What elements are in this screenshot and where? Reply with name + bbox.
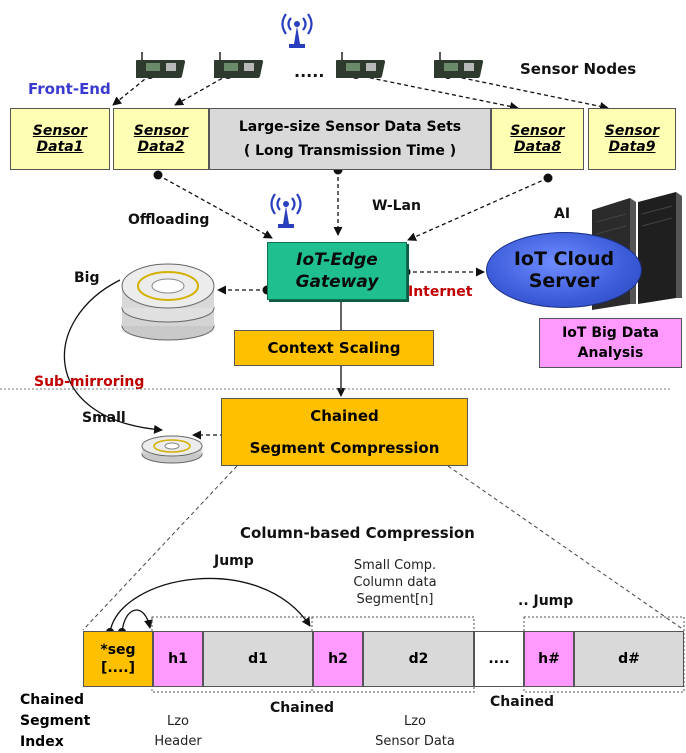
- sensor-board-icon: [434, 52, 484, 78]
- sensor-data2-line1: Sensor: [133, 123, 189, 139]
- ellipsis-cell: ....: [474, 631, 524, 687]
- chained-index-line2: Segment: [20, 713, 91, 729]
- nodes-ellipsis: .....: [294, 62, 325, 81]
- chained-label-b: Chained: [490, 694, 554, 710]
- d2-cell: d2: [363, 631, 474, 687]
- column-based-compression-label: Column-based Compression: [240, 524, 475, 542]
- sensor-board-icon: [214, 52, 264, 78]
- large-sets-line1: Large-size Sensor Data Sets: [238, 119, 462, 135]
- big-data-line2: Analysis: [577, 345, 644, 361]
- chained-index-line1: Chained: [20, 692, 84, 708]
- sensor-data8-line1: Sensor: [510, 123, 565, 139]
- lzo-sensor-line2: Sensor Data: [375, 734, 455, 749]
- chained-line1: Chained: [310, 407, 379, 425]
- disk-stack-icon: [141, 435, 203, 464]
- ai-label: AI: [554, 206, 571, 222]
- sensor-data1-box: Sensor Data1: [10, 108, 110, 170]
- small-comp-line1: Small Comp.: [353, 558, 437, 573]
- sensor-data9-box: Sensor Data9: [588, 108, 676, 170]
- cloud-line1: IoT Cloud: [513, 248, 615, 270]
- sensor-data1-line1: Sensor: [32, 123, 88, 139]
- gateway-line2: Gateway: [295, 272, 379, 292]
- big-label: Big: [74, 270, 100, 286]
- sensor-data8-box: Sensor Data8: [491, 108, 584, 170]
- big-data-analysis-box: IoT Big Data Analysis: [539, 318, 682, 368]
- small-comp-line2: Column data: [353, 575, 437, 590]
- iot-cloud-server: IoT Cloud Server: [486, 232, 642, 308]
- h1-cell: h1: [153, 631, 203, 687]
- seg-line1: *seg: [100, 642, 136, 658]
- sensor-data1-line2: Data1: [36, 139, 84, 155]
- wifi-antenna-icon: [281, 13, 313, 48]
- large-sets-line2: ( Long Transmission Time ): [243, 143, 457, 159]
- dn-cell: d#: [574, 631, 684, 687]
- d1-cell: d1: [203, 631, 313, 687]
- sensor-data9-line2: Data9: [608, 139, 656, 155]
- sensor-data8-line2: Data8: [514, 139, 561, 155]
- chained-label-a: Chained: [270, 700, 334, 716]
- small-comp-line3: Segment[n]: [356, 592, 434, 607]
- lzo-sensor-data-label: Lzo Sensor Data: [360, 712, 470, 752]
- seg-index-cell: *seg [....]: [83, 631, 153, 687]
- lzo-header-label: Lzo Header: [148, 712, 208, 752]
- wlan-label: W-Lan: [372, 198, 421, 214]
- sensor-data2-box: Sensor Data2: [113, 108, 209, 170]
- chained-line2: Segment Compression: [249, 439, 440, 457]
- lzo-sensor-line1: Lzo: [403, 714, 427, 729]
- small-label: Small: [82, 410, 126, 426]
- sensor-nodes-label: Sensor Nodes: [520, 60, 637, 78]
- chained-segment-compression-box: Chained Segment Compression: [221, 398, 468, 466]
- chained-index-line3: Index: [20, 734, 64, 750]
- hn-cell: h#: [524, 631, 574, 687]
- lzo-header-line2: Header: [154, 734, 202, 749]
- cloud-line2: Server: [528, 270, 600, 292]
- large-sensor-sets-box: Large-size Sensor Data Sets ( Long Trans…: [209, 108, 491, 170]
- sensor-data9-line1: Sensor: [604, 123, 660, 139]
- h2-cell: h2: [313, 631, 363, 687]
- context-scaling-box: Context Scaling: [234, 330, 434, 366]
- small-comp-label: Small Comp. Column data Segment[n]: [330, 557, 460, 608]
- iot-edge-gateway: IoT-Edge Gateway: [267, 242, 407, 300]
- sensor-board-icon: [136, 52, 186, 78]
- sub-mirroring-label: Sub-mirroring: [34, 374, 145, 390]
- lzo-header-line1: Lzo: [166, 714, 190, 729]
- disk-stack-icon: [121, 263, 215, 341]
- front-end-label: Front-End: [28, 80, 111, 98]
- big-data-line1: IoT Big Data: [562, 325, 659, 341]
- gateway-line1: IoT-Edge: [296, 250, 378, 270]
- jump-label: Jump: [214, 553, 254, 569]
- jump-label-2: .. Jump: [518, 593, 574, 609]
- chained-segment-index-label: Chained Segment Index: [20, 690, 90, 753]
- sensor-board-icon: [336, 52, 386, 78]
- internet-label: Internet: [408, 284, 473, 300]
- sensor-data2-line2: Data2: [137, 139, 185, 155]
- seg-line2: [....]: [100, 660, 136, 676]
- offloading-label: Offloading: [128, 212, 210, 228]
- wifi-antenna-icon: [270, 193, 302, 228]
